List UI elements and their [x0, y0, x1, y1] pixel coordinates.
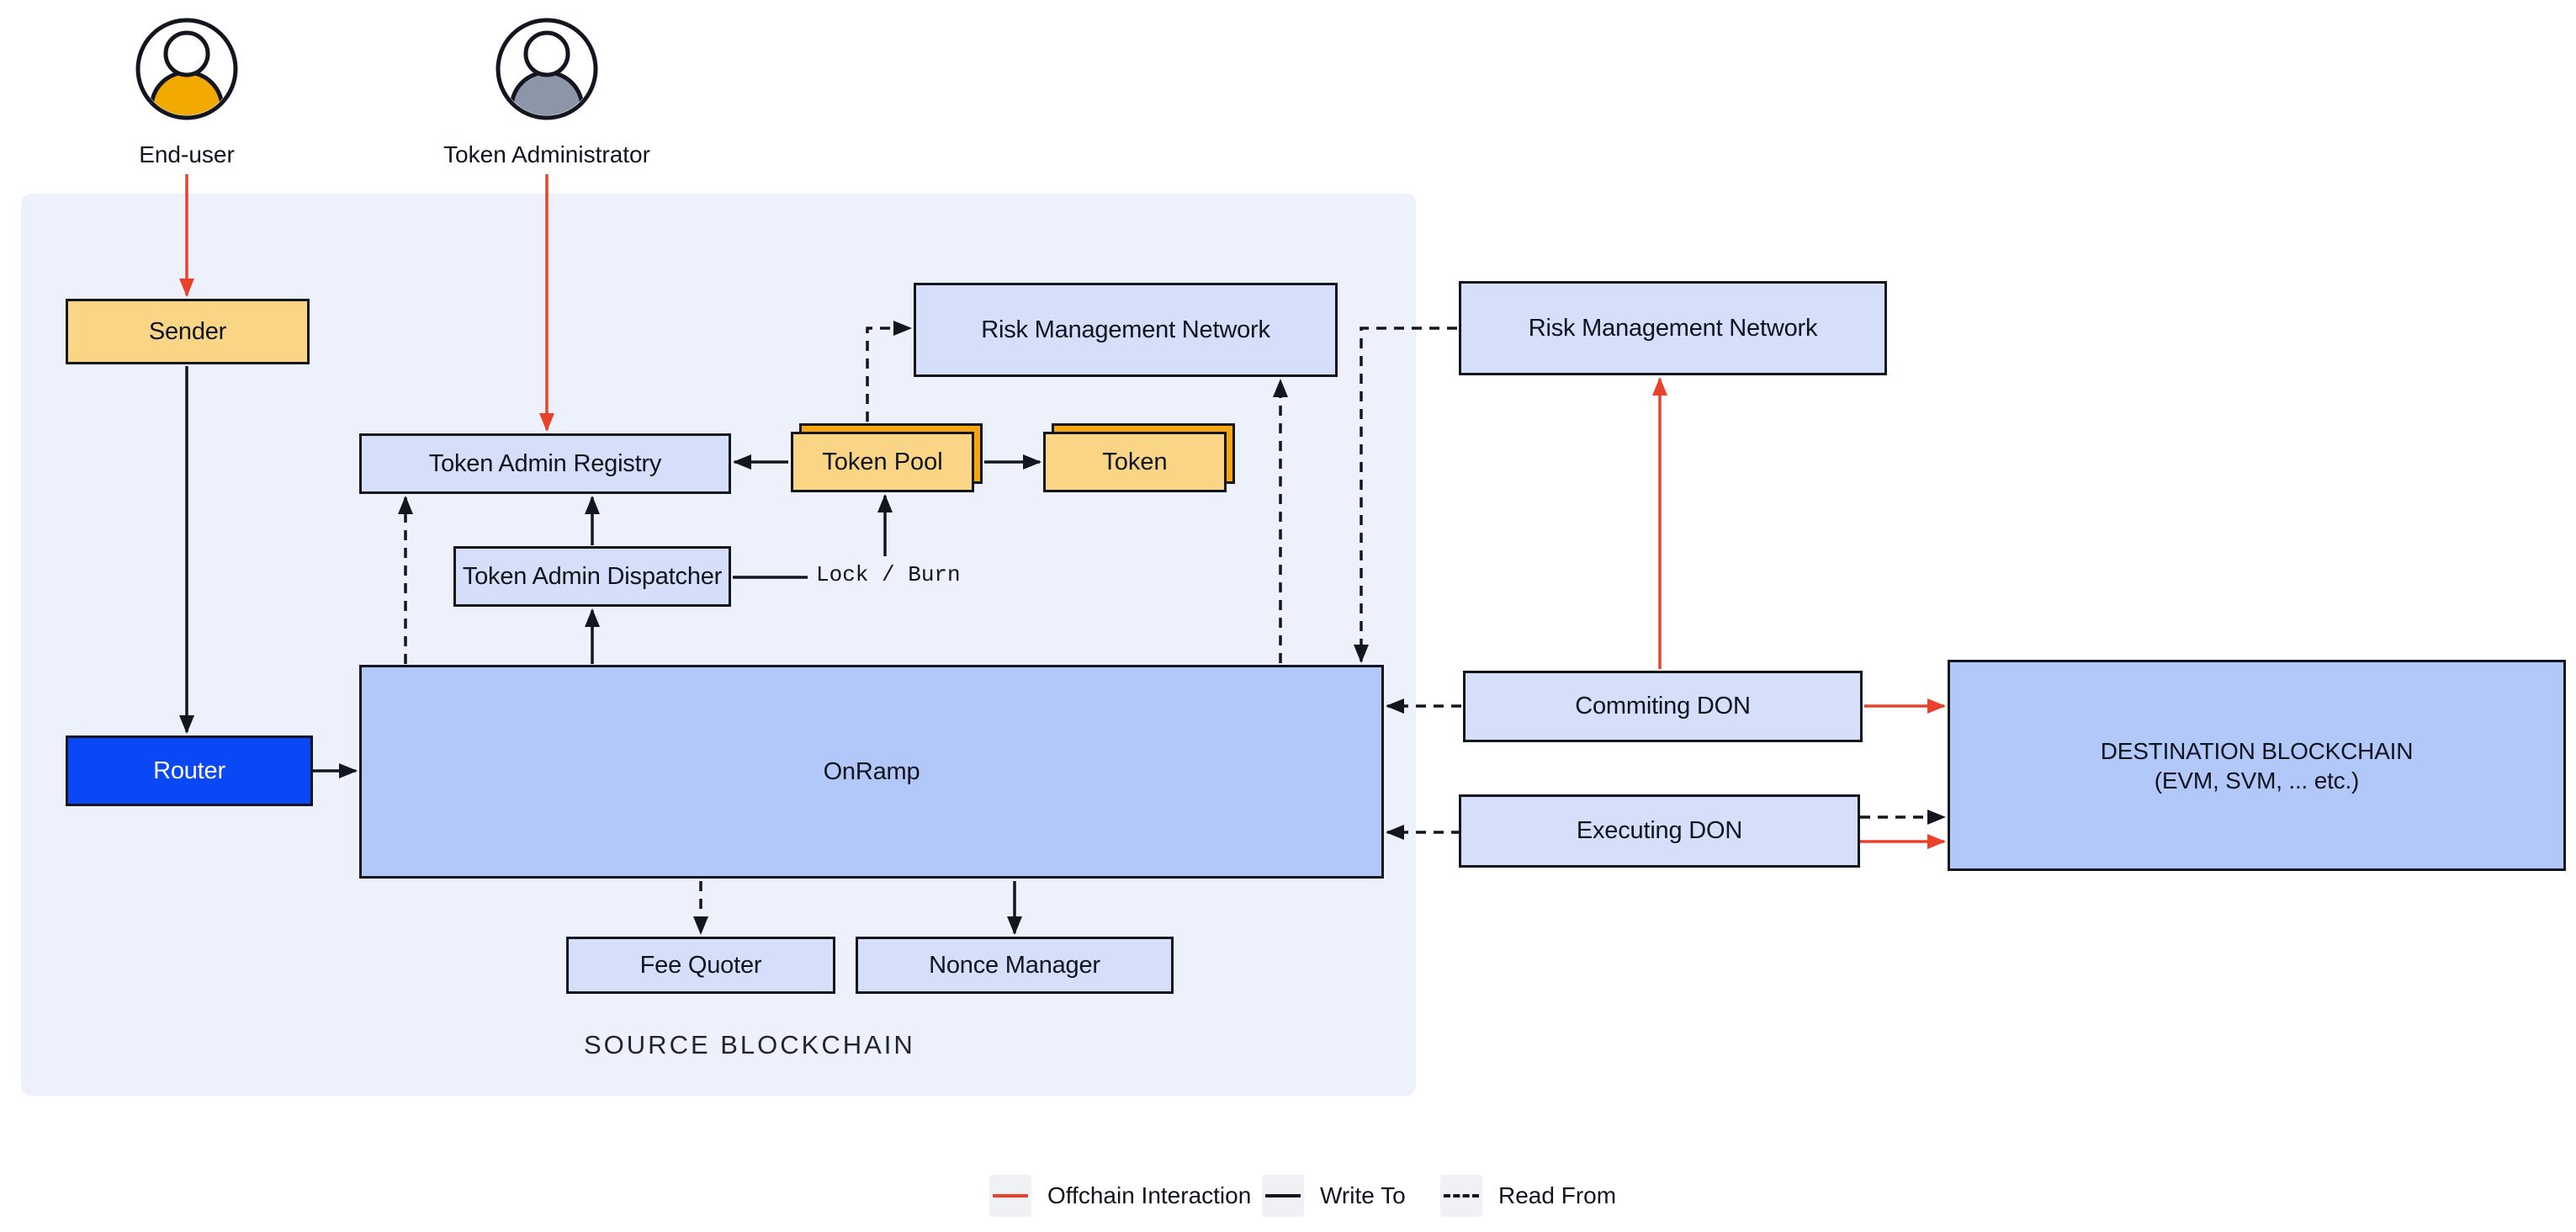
node-executing-don: Executing DON	[1459, 794, 1860, 868]
node-rmn-offchain-label: Risk Management Network	[1528, 314, 1818, 342]
legend-offchain-interaction: Offchain Interaction	[989, 1175, 1251, 1217]
node-fee-quoter-label: Fee Quoter	[639, 951, 762, 979]
source-blockchain-caption: SOURCE BLOCKCHAIN	[584, 1030, 915, 1059]
node-token-admin-dispatcher: Token Admin Dispatcher	[453, 546, 731, 607]
legend-read-from: Read From	[1440, 1175, 1616, 1217]
node-fee-quoter: Fee Quoter	[566, 937, 835, 994]
node-token-admin-registry-label: Token Admin Registry	[428, 449, 662, 477]
node-onramp: OnRamp	[359, 665, 1384, 879]
legend-read-from-label: Read From	[1498, 1182, 1617, 1208]
node-token-pool: Token Pool	[791, 423, 983, 492]
node-sender-label: Sender	[148, 317, 227, 345]
destination-label-line1: DESTINATION BLOCKCHAIN	[2100, 737, 2414, 764]
legend-read-from-swatch	[1440, 1175, 1482, 1217]
end-user-avatar-icon	[135, 18, 238, 120]
node-destination-blockchain-label: DESTINATION BLOCKCHAIN (EVM, SVM, ... et…	[2101, 736, 2414, 795]
node-token-admin-registry: Token Admin Registry	[359, 433, 731, 494]
node-risk-management-network-source: Risk Management Network	[914, 283, 1338, 377]
legend-write-to-swatch	[1262, 1175, 1304, 1217]
token-front: Token	[1043, 432, 1227, 492]
token-administrator-avatar-icon	[496, 18, 598, 120]
legend-write-to: Write To	[1262, 1175, 1406, 1217]
edge-rmn2-onramp-read	[1354, 327, 1457, 663]
legend-offchain-swatch	[989, 1175, 1031, 1217]
edge-tokenpool-rmn-read	[866, 321, 912, 422]
write-to-line-icon	[1265, 1194, 1301, 1197]
node-commiting-don: Commiting DON	[1463, 671, 1863, 742]
legend-write-to-label: Write To	[1320, 1182, 1406, 1208]
destination-label-line2: (EVM, SVM, ... etc.)	[2154, 767, 2360, 794]
read-from-line-icon	[1444, 1194, 1479, 1197]
node-nonce-manager: Nonce Manager	[856, 937, 1174, 994]
node-onramp-label: OnRamp	[823, 757, 920, 785]
node-token-pool-label: Token Pool	[822, 448, 943, 475]
node-rmn-source-label: Risk Management Network	[981, 316, 1270, 343]
lock-burn-label: Lock / Burn	[816, 562, 961, 587]
token-pool-front: Token Pool	[791, 432, 974, 492]
legend-offchain-label: Offchain Interaction	[1047, 1182, 1252, 1208]
node-nonce-manager-label: Nonce Manager	[929, 951, 1100, 979]
node-router: Router	[66, 735, 313, 806]
node-commiting-don-label: Commiting DON	[1575, 693, 1751, 720]
token-administrator-label: Token Administrator	[443, 141, 650, 167]
node-sender: Sender	[66, 299, 310, 364]
end-user-label: End-user	[139, 141, 235, 167]
node-destination-blockchain: DESTINATION BLOCKCHAIN (EVM, SVM, ... et…	[1948, 660, 2566, 871]
node-router-label: Router	[153, 757, 225, 784]
offchain-line-icon	[993, 1194, 1028, 1197]
node-token-label: Token	[1102, 448, 1168, 475]
node-risk-management-network-offchain: Risk Management Network	[1459, 281, 1887, 375]
node-executing-don-label: Executing DON	[1576, 817, 1743, 844]
node-token: Token	[1043, 423, 1235, 492]
node-token-admin-dispatcher-label: Token Admin Dispatcher	[462, 562, 723, 590]
